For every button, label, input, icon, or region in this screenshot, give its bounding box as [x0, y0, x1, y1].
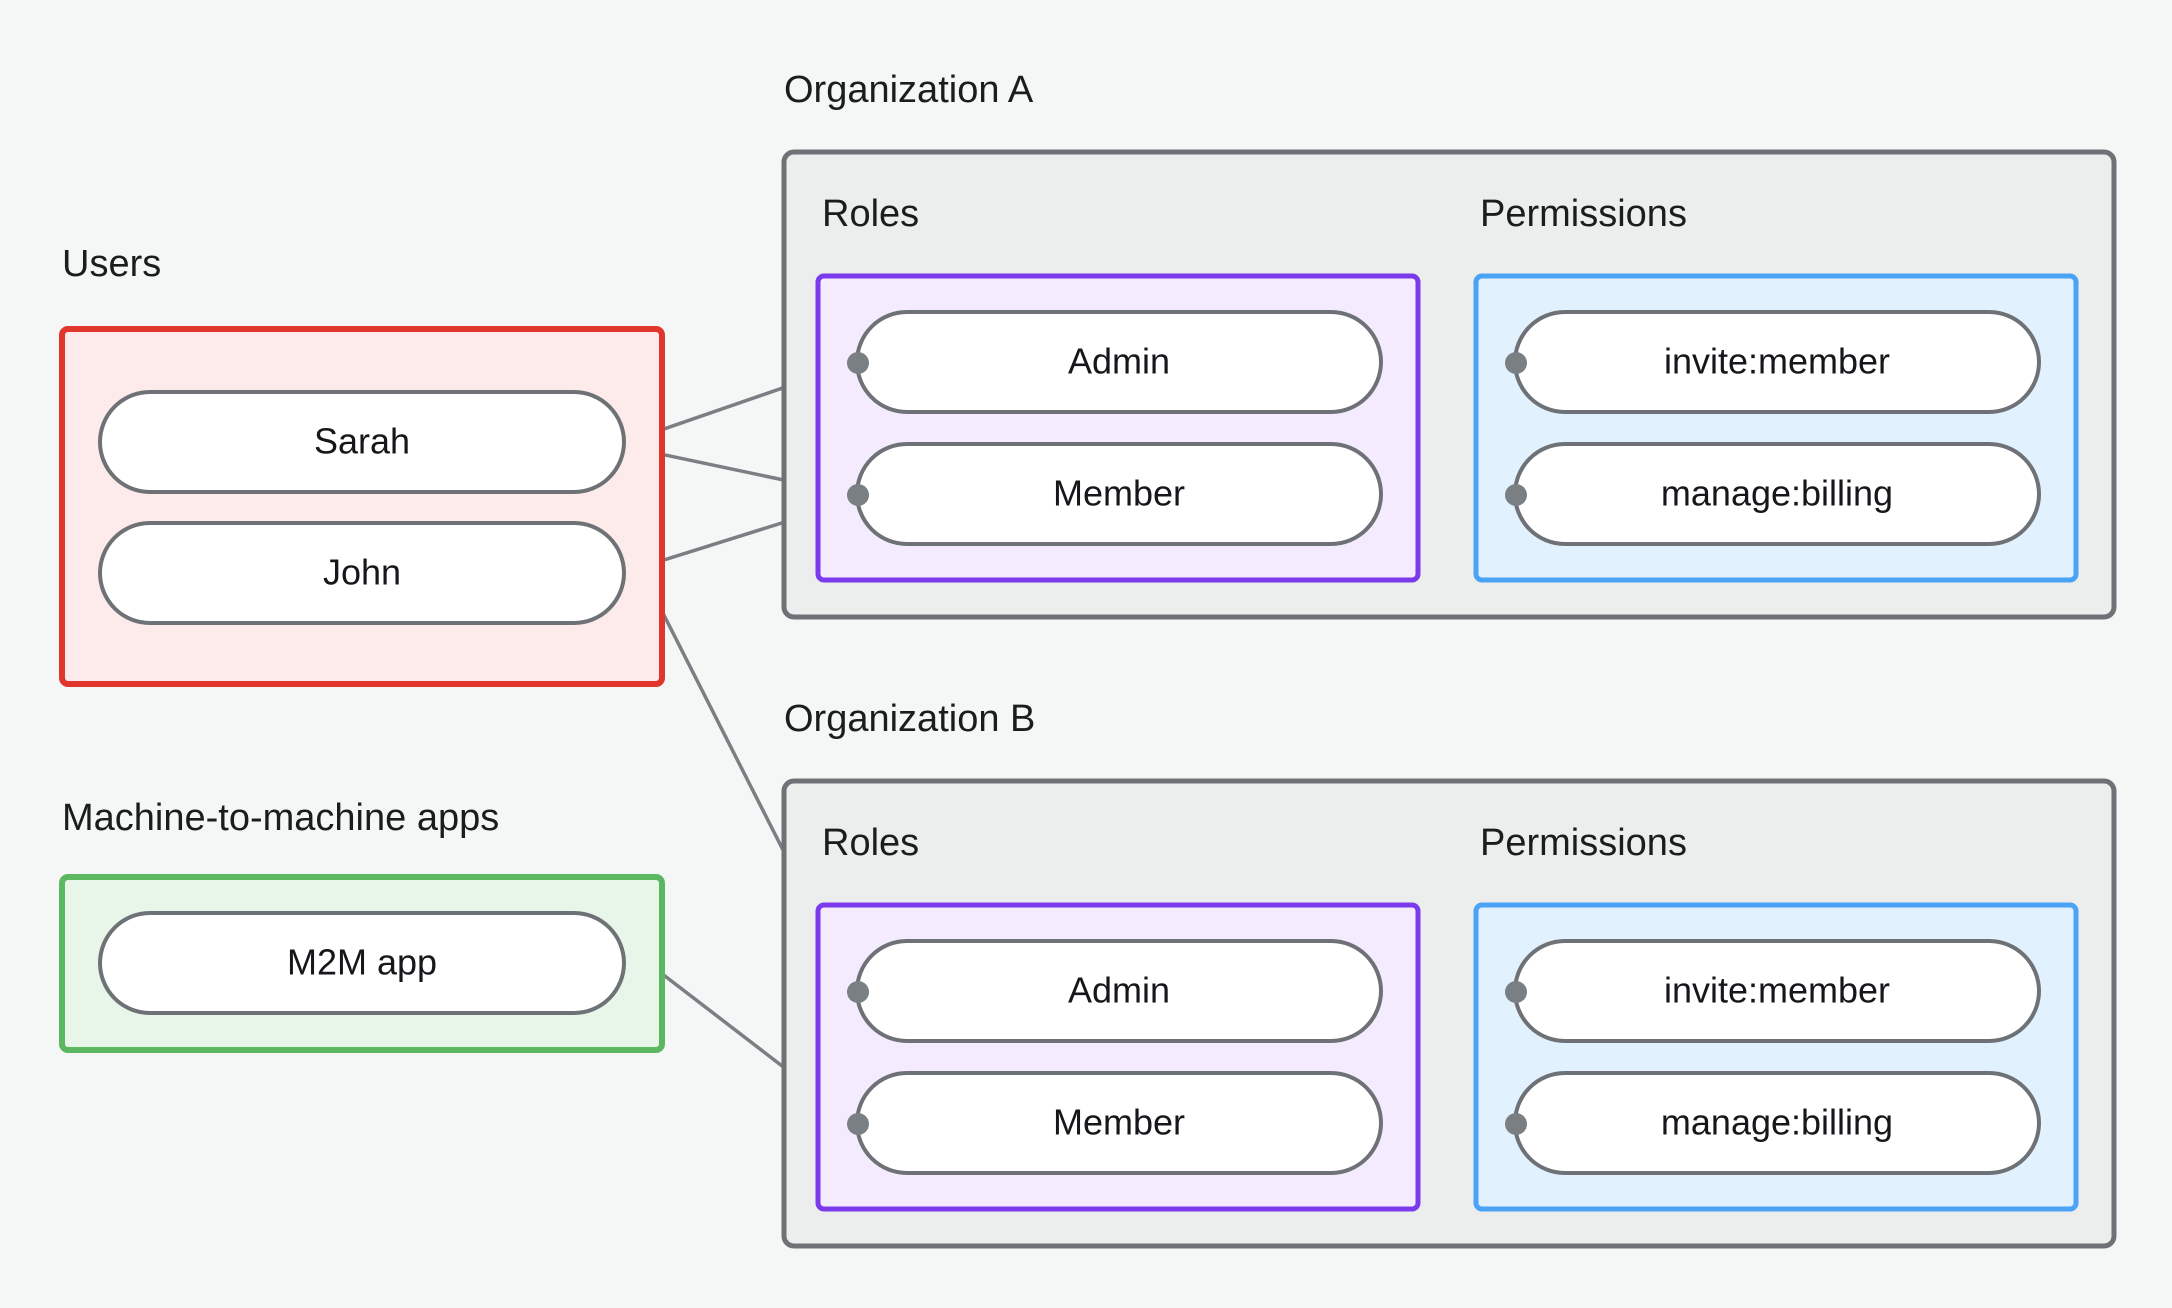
m2m-group-title: Machine-to-machine apps	[62, 797, 499, 839]
role-node-admin-orgB-label: Admin	[1068, 970, 1170, 1011]
user-node-john-label: John	[323, 552, 401, 593]
organization-b-permissions-title: Permissions	[1480, 822, 1687, 864]
organization-b: Organization B Roles Admin Member Permis…	[781, 698, 2117, 1249]
edge-dot-orgB-invite-in	[1505, 981, 1527, 1003]
organization-a-roles-title: Roles	[822, 193, 919, 235]
user-node-sarah[interactable]	[98, 390, 626, 494]
users-group-box	[59, 326, 665, 687]
organization-b-title: Organization B	[784, 698, 1035, 740]
permission-node-manage-billing-orgB-label: manage:billing	[1661, 1102, 1893, 1143]
permission-node-manage-billing-orgA-label: manage:billing	[1661, 473, 1893, 514]
organization-b-roles-title: Roles	[822, 822, 919, 864]
m2m-node-app-label: M2M app	[287, 942, 437, 983]
role-node-member-orgB-label: Member	[1053, 1102, 1185, 1143]
m2m-node-app[interactable]	[98, 911, 626, 1015]
m2m-group: Machine-to-machine apps M2M app	[59, 797, 665, 1053]
edge-dot-orgA-member-in	[847, 484, 869, 506]
role-node-admin-orgA-label: Admin	[1068, 341, 1170, 382]
edge-endpoint-layer	[847, 352, 1527, 1135]
organization-a: Organization A Roles Admin Member Permis…	[781, 69, 2117, 620]
edge-dot-orgA-admin-in	[847, 352, 869, 374]
role-node-member-orgA-label: Member	[1053, 473, 1185, 514]
edge-dot-orgB-member-in	[847, 1113, 869, 1135]
edge-dot-orgA-invite-in	[1505, 352, 1527, 374]
user-node-sarah-label: Sarah	[314, 421, 410, 462]
permission-node-invite-member-orgB-label: invite:member	[1664, 970, 1890, 1011]
users-group: Users Sarah John	[59, 243, 665, 687]
user-node-john[interactable]	[98, 521, 626, 625]
organization-a-title: Organization A	[784, 69, 1034, 111]
organization-a-permissions-title: Permissions	[1480, 193, 1687, 235]
edge-dot-orgB-billing-in	[1505, 1113, 1527, 1135]
permission-node-invite-member-orgA-label: invite:member	[1664, 341, 1890, 382]
edge-dot-orgA-billing-in	[1505, 484, 1527, 506]
edge-dot-orgB-admin-in	[847, 981, 869, 1003]
users-group-title: Users	[62, 243, 161, 285]
